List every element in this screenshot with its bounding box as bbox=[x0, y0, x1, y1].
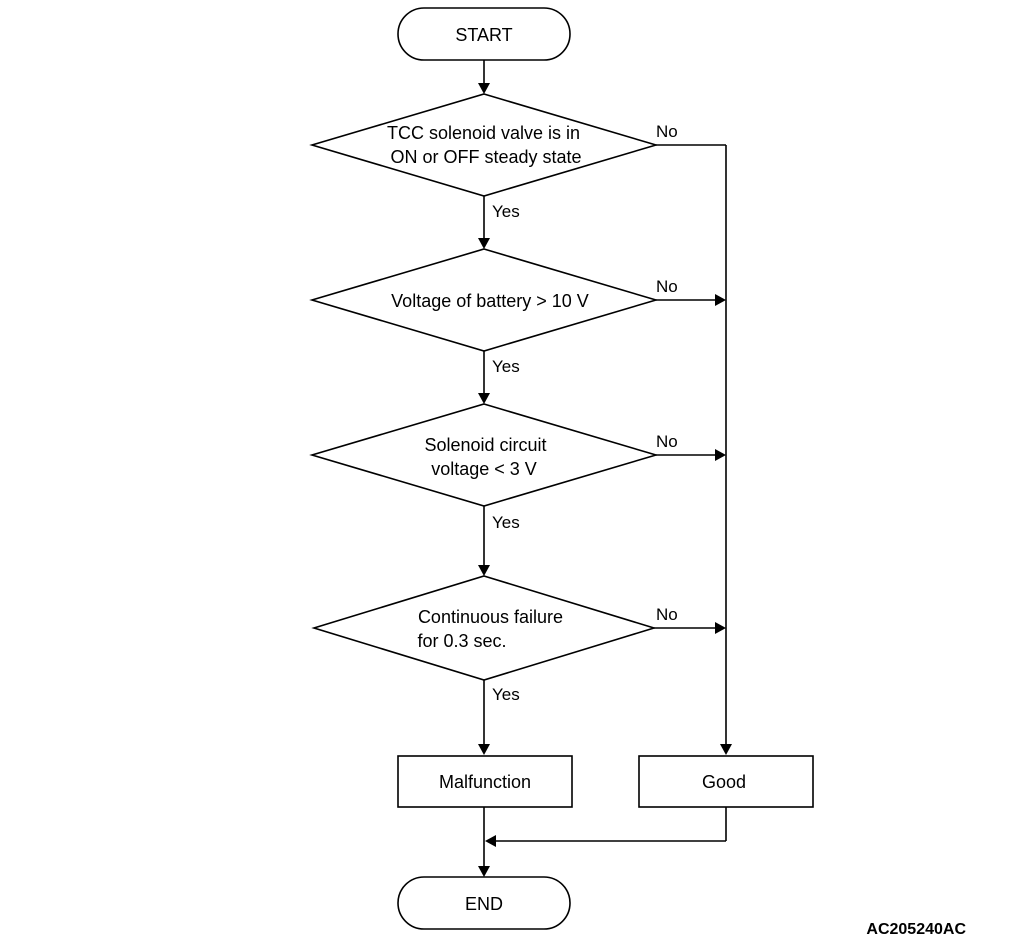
decision-1-line-1: TCC solenoid valve is in bbox=[387, 123, 580, 143]
start-label: START bbox=[455, 25, 512, 45]
good-box bbox=[638, 755, 814, 808]
arrowhead-d2-no bbox=[715, 294, 726, 306]
figure-code: AC205240AC bbox=[866, 921, 966, 938]
decision-3-line-2: voltage < 3 V bbox=[431, 459, 537, 479]
good-label: Good bbox=[702, 772, 746, 792]
decision-3-text: Solenoid circuit voltage < 3 V bbox=[424, 435, 551, 479]
decision-4-line-2: for 0.3 sec. bbox=[417, 631, 506, 651]
decision-3-line-1: Solenoid circuit bbox=[424, 435, 546, 455]
end-label: END bbox=[465, 894, 503, 914]
malfunction-label: Malfunction bbox=[439, 772, 531, 792]
arrowhead-d4-yes bbox=[478, 744, 490, 755]
arrowhead-good bbox=[720, 744, 732, 755]
decision-4-line-1: Continuous failure bbox=[418, 607, 563, 627]
decision-4-yes-label: Yes bbox=[492, 685, 520, 704]
decision-4-no-label: No bbox=[656, 605, 678, 624]
arrowhead-end bbox=[478, 866, 490, 877]
arrowhead-merge bbox=[485, 835, 496, 847]
decision-2-line-1: Voltage of battery > 10 V bbox=[391, 291, 589, 311]
decision-1-line-2: ON or OFF steady state bbox=[390, 147, 581, 167]
malfunction-box bbox=[397, 755, 573, 808]
decision-3-no-label: No bbox=[656, 432, 678, 451]
decision-4-diamond bbox=[311, 575, 657, 681]
decision-3-yes-label: Yes bbox=[492, 513, 520, 532]
decision-1-yes-label: Yes bbox=[492, 202, 520, 221]
decision-2-yes-label: Yes bbox=[492, 357, 520, 376]
decision-1-no-label: No bbox=[656, 122, 678, 141]
arrowhead-start-d1 bbox=[478, 83, 490, 94]
arrowhead-d3-no bbox=[715, 449, 726, 461]
arrowhead-d3-yes bbox=[478, 565, 490, 576]
decision-2-no-label: No bbox=[656, 277, 678, 296]
arrowhead-d4-no bbox=[715, 622, 726, 634]
end-terminal bbox=[397, 876, 571, 930]
decision-1-text: TCC solenoid valve is in ON or OFF stead… bbox=[387, 123, 585, 167]
arrowhead-d2-yes bbox=[478, 393, 490, 404]
arrowhead-d1-yes bbox=[478, 238, 490, 249]
decision-1-diamond bbox=[309, 93, 659, 197]
decision-3-diamond bbox=[309, 403, 659, 507]
decision-4-text: Continuous failure for 0.3 sec. bbox=[417, 607, 568, 651]
